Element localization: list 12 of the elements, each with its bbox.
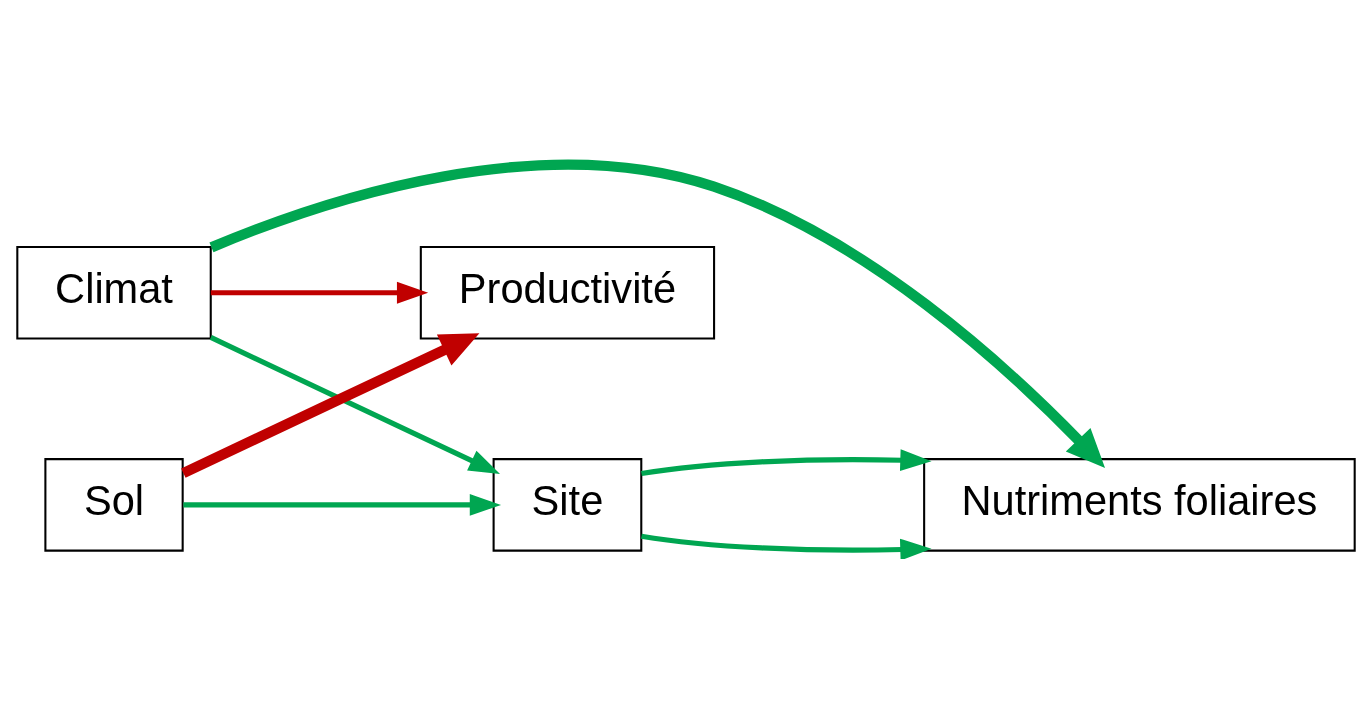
arrow [641, 448, 932, 476]
arrow [210, 281, 429, 304]
arrow [183, 493, 502, 516]
arrow [181, 332, 480, 478]
arrow [209, 159, 1106, 468]
arrow [209, 334, 501, 474]
node-box: Sol [44, 457, 184, 552]
arrow [641, 533, 932, 559]
node-box: Nutriments foliaires [923, 457, 1356, 552]
node-box: Productivité [419, 245, 716, 340]
node-box: Climat [16, 245, 212, 340]
node-box: Site [492, 457, 643, 552]
